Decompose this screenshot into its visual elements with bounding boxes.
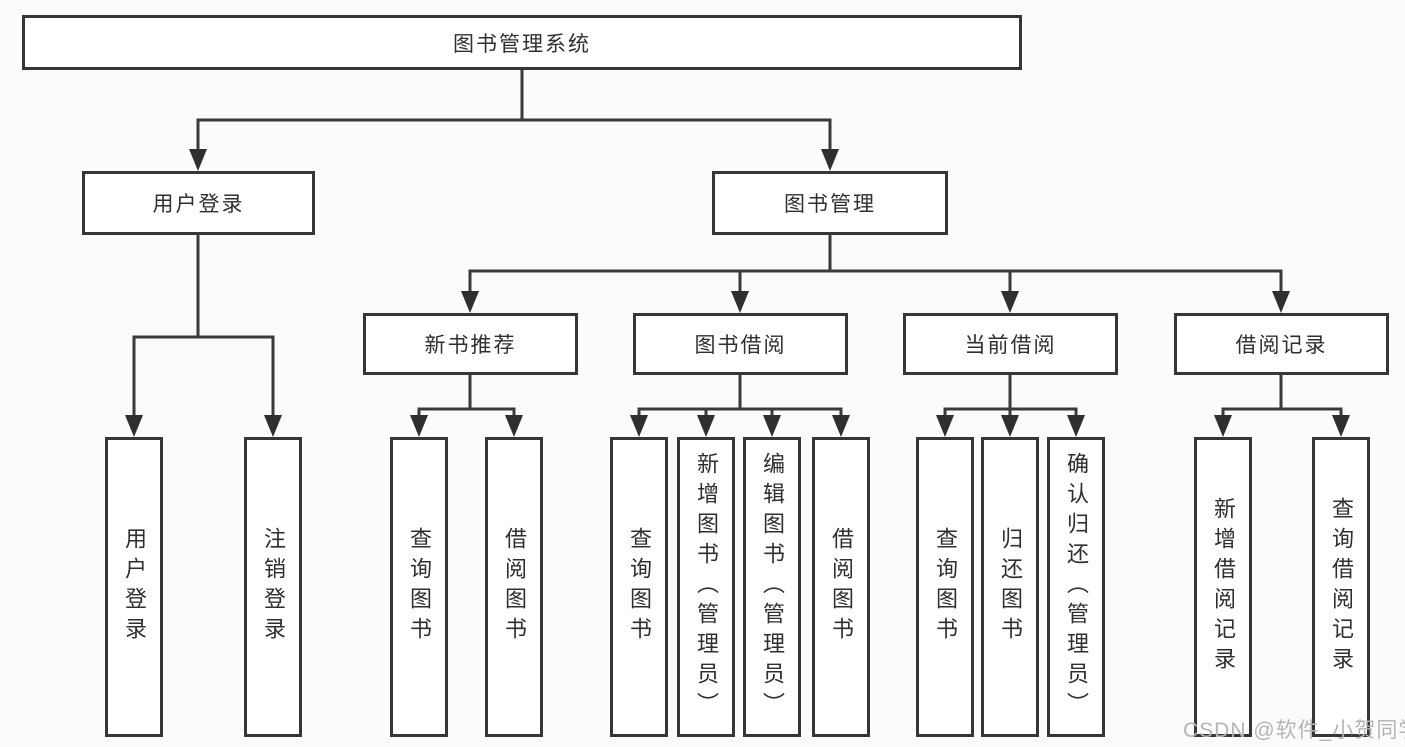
node-label: 归还图书 <box>998 527 1023 647</box>
node-nb-query-book: 查询图书 <box>390 437 448 737</box>
node-label: 用户登录 <box>122 527 147 647</box>
node-nb-borrow-book: 借阅图书 <box>485 437 543 737</box>
node-current-borrow: 当前借阅 <box>903 313 1118 375</box>
node-label: 新增借阅记录 <box>1211 497 1236 677</box>
node-cb-return-book: 归还图书 <box>981 437 1039 737</box>
node-label: 用户登录 <box>152 193 245 216</box>
node-book-borrow: 图书借阅 <box>633 313 848 375</box>
node-label: 图书管理 <box>784 193 876 216</box>
node-label: 编辑图书（管理员） <box>760 452 785 722</box>
node-bb-edit-book-admin: 编辑图书（管理员） <box>743 437 801 737</box>
node-label: 确认归还（管理员） <box>1064 452 1089 722</box>
node-label: 借阅图书 <box>829 527 854 647</box>
node-label: 借阅图书 <box>502 527 527 647</box>
node-system-root: 图书管理系统 <box>22 15 1022 70</box>
node-label: 图书管理系统 <box>453 32 591 56</box>
node-label: 新增图书（管理员） <box>694 452 719 722</box>
node-borrow-records: 借阅记录 <box>1174 313 1389 375</box>
node-label: 当前借阅 <box>964 334 1057 357</box>
node-label: 查询借阅记录 <box>1329 497 1354 677</box>
watermark: CSDN @软件_小贺同学 <box>1183 719 1405 742</box>
node-bb-query-book: 查询图书 <box>610 437 668 737</box>
node-cb-query-book: 查询图书 <box>916 437 974 737</box>
node-user-login: 用户登录 <box>82 171 315 235</box>
node-bb-borrow-book: 借阅图书 <box>812 437 870 737</box>
node-label: 查询图书 <box>407 527 432 647</box>
node-book-management: 图书管理 <box>712 171 948 235</box>
node-label: 查询图书 <box>933 527 958 647</box>
node-cb-confirm-return-admin: 确认归还（管理员） <box>1047 437 1105 737</box>
node-new-book-recommend: 新书推荐 <box>363 313 578 375</box>
node-label: 新书推荐 <box>424 334 517 357</box>
node-label: 借阅记录 <box>1235 334 1328 357</box>
node-label: 注销登录 <box>261 527 286 647</box>
node-user-login-leaf: 用户登录 <box>105 437 163 737</box>
node-logout-leaf: 注销登录 <box>244 437 302 737</box>
node-bb-add-book-admin: 新增图书（管理员） <box>677 437 735 737</box>
node-br-add-record: 新增借阅记录 <box>1194 437 1252 737</box>
arrowhead-icons <box>125 149 1350 437</box>
node-br-query-record: 查询借阅记录 <box>1312 437 1370 737</box>
node-label: 查询图书 <box>627 527 652 647</box>
node-label: 图书借阅 <box>694 334 787 357</box>
